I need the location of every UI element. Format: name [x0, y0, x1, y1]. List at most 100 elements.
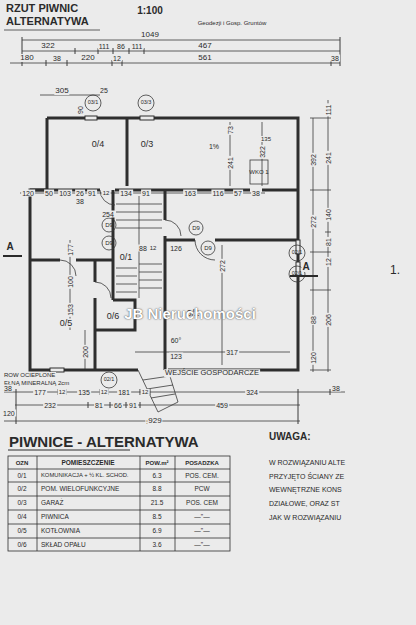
dimension-label: 12: [141, 389, 150, 395]
dimension-label: 88: [310, 315, 317, 325]
dimension-label: 50: [44, 190, 54, 197]
callout-number: D9: [191, 225, 201, 231]
dimension-label: 88: [138, 245, 148, 252]
dimension-label: POW.m²: [144, 460, 169, 466]
table-cell: 0/5: [16, 528, 27, 535]
table-cell: 6.9: [151, 528, 162, 535]
dimension-label: 91: [141, 190, 151, 197]
dimension-label: 120: [2, 410, 16, 417]
dimension-label: 100: [67, 275, 74, 289]
table-cell: POS. CEM: [185, 500, 219, 507]
dimension-label: 126: [169, 245, 183, 252]
table-cell: POM. WIELOFUNKCYJNE: [40, 486, 120, 493]
dimension-label: POMIESZCZENIE: [60, 460, 115, 467]
dimension-label: 153: [67, 303, 74, 317]
table-cell: GARAŻ: [40, 500, 64, 507]
table-cell: 3.6: [151, 542, 162, 549]
table-cell: WEWNĘTRZNE KONS: [268, 486, 343, 493]
table-cell: —"—: [193, 514, 210, 521]
table-cell: SKŁAD OPAŁU: [40, 542, 87, 549]
dimension-label: 180: [19, 54, 34, 62]
table-cell: 21.5: [150, 500, 165, 507]
dimension-label: 135: [77, 389, 91, 396]
dimension-label: 120: [310, 351, 317, 365]
dimension-label: 103: [58, 190, 72, 197]
dimension-label: 1.: [389, 264, 401, 276]
dimension-label: 12: [325, 257, 332, 267]
dimension-label: 60°: [170, 337, 183, 344]
dimension-label: 459: [215, 402, 229, 409]
dimension-label: WEJŚCIE GOSPODARCZE: [164, 369, 260, 377]
dimension-label: 91: [128, 402, 138, 409]
dimension-label: EŁNĄ MINERALNĄ 2cm: [3, 380, 70, 386]
dimension-label: 38: [251, 190, 261, 197]
dimension-label: 134: [119, 190, 133, 197]
dimension-label: 38: [3, 385, 13, 392]
dimension-label: 241: [325, 151, 332, 165]
dimension-label: 322: [40, 42, 55, 50]
dimension-label: 305: [54, 87, 69, 95]
table-cell: KOMUNIKACJA + ½ KL. SCHOD.: [40, 473, 129, 479]
table-cell: 8.8: [151, 486, 162, 493]
table-cell: POS. CEM.: [184, 473, 220, 480]
dimension-label: 0/5: [59, 319, 74, 328]
dimension-label: POSADZKA: [184, 460, 220, 466]
watermark: JB Nieruchomości: [123, 306, 257, 321]
table-cell: W ROZWIĄZANIU ALTE: [268, 459, 346, 466]
dimension-label: PIWNICE - ALTERNATYWA: [8, 434, 200, 449]
table-cell: DZIAŁOWE, ORAZ ST: [268, 500, 341, 507]
dimension-label: 26: [75, 190, 85, 197]
dimension-label: 1049: [140, 31, 160, 39]
dimension-label: 0/6: [106, 312, 121, 321]
dimension-label: 200: [82, 345, 89, 359]
table-cell: 6.3: [151, 473, 162, 480]
dimension-label: Geodezji i Gosp. Gruntów: [197, 20, 268, 26]
dimension-label: 324: [245, 389, 259, 396]
dimension-label: 392: [310, 153, 317, 167]
table-cell: PIWNICA: [40, 514, 70, 521]
dimension-label: 123: [169, 353, 183, 360]
table-cell: PCW: [193, 486, 210, 493]
dimension-label: 120: [21, 190, 35, 197]
table-cell: 8.5: [151, 514, 162, 521]
dimension-label: 111: [325, 104, 332, 117]
dimension-label: 81: [325, 237, 332, 247]
dimension-label: 1:100: [136, 6, 164, 16]
dimension-label: 232: [43, 402, 57, 409]
dimension-label: 12: [58, 389, 67, 395]
plan-title: RZUT PIWNIC ALTERNATYWA: [6, 2, 94, 28]
table-cell: 0/6: [16, 542, 27, 549]
dimension-label: A: [5, 242, 14, 252]
dimension-label: 38: [331, 385, 341, 392]
dimension-label: 322: [259, 145, 266, 159]
dimension-label: 272: [219, 259, 226, 273]
dimension-label: 181: [117, 389, 131, 396]
dimension-label: 0/1: [16, 473, 27, 480]
callout-number: D9: [104, 240, 114, 246]
table-cell: —"—: [193, 542, 210, 549]
dimension-label: 177: [33, 389, 47, 396]
dimension-label: 12: [100, 389, 109, 395]
callout-number: 02/1: [291, 250, 304, 256]
callout-number: 02/1: [103, 377, 116, 383]
dimension-label: 12: [112, 55, 122, 62]
dimension-label: 177: [67, 243, 74, 257]
dimension-label: 254: [101, 211, 115, 218]
dimension-label: 86: [116, 43, 126, 50]
dimension-label: 38: [75, 198, 85, 205]
dimension-label: 1%: [208, 143, 220, 150]
dimension-label: 135: [260, 136, 272, 142]
table-cell: —"—: [193, 528, 210, 535]
dimension-label: 317: [225, 349, 239, 356]
callout-number: D9: [104, 222, 114, 228]
dimension-label: 116: [211, 190, 224, 197]
dimension-label: 81: [94, 402, 104, 409]
table-cell: 0/4: [16, 514, 27, 521]
dimension-label: 206: [325, 313, 332, 327]
dimension-label: 0/4: [91, 140, 106, 149]
table-cell: 0/3: [16, 500, 27, 507]
dimension-label: 12: [102, 190, 111, 196]
dimension-label: 90: [77, 105, 84, 115]
callout-number: D9: [203, 245, 213, 251]
dimension-label: 111: [131, 43, 144, 50]
